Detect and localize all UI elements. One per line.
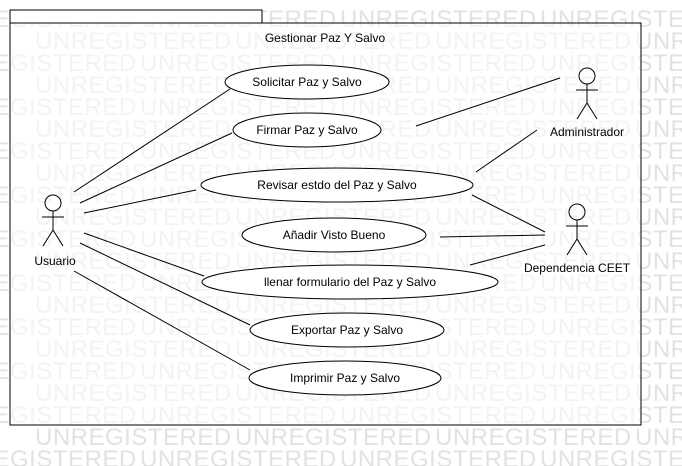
association-usuario-solicitar bbox=[73, 88, 231, 193]
use-case-revisar-label: Revisar estdo del Paz y Salvo bbox=[257, 178, 417, 192]
use-case-llenar-label: llenar formulario del Paz y Salvo bbox=[264, 275, 436, 289]
association-usuario-firmar bbox=[79, 132, 233, 204]
watermark-text: UNREGISTERED bbox=[635, 28, 682, 55]
use-case-solicitar-label: Solicitar Paz y Salvo bbox=[252, 75, 362, 89]
watermark-text: UNREGISTERED bbox=[635, 248, 682, 275]
association-admin-revisar bbox=[475, 129, 538, 173]
actor-administrador[interactable]: Administrador bbox=[550, 67, 624, 139]
watermark-text: UNREGISTERED bbox=[35, 424, 232, 451]
package-tab bbox=[9, 9, 263, 24]
associations bbox=[73, 77, 561, 371]
use-case-revisar[interactable]: Revisar estdo del Paz y Salvo bbox=[200, 167, 474, 203]
actor-dependencia[interactable]: Dependencia CEET bbox=[524, 203, 631, 275]
association-usuario-exportar bbox=[79, 242, 251, 326]
association-usuario-imprimir bbox=[73, 270, 251, 371]
watermark-text: UNREGISTERED bbox=[540, 446, 682, 466]
association-dependencia-revisar bbox=[471, 194, 546, 233]
stick-figure-icon bbox=[42, 194, 64, 247]
use-case-firmar-label: Firmar Paz y Salvo bbox=[256, 123, 358, 137]
association-usuario-revisar bbox=[83, 189, 197, 214]
actor-usuario-label: Usuario bbox=[34, 254, 76, 268]
use-case-anadir[interactable]: Añadir Visto Bueno bbox=[241, 217, 427, 253]
use-case-exportar-label: Exportar Paz y Salvo bbox=[291, 323, 403, 337]
watermark-text: UNREGISTERED bbox=[635, 424, 682, 451]
watermark-text: UNREGISTERED bbox=[635, 116, 682, 143]
use-case-imprimir[interactable]: Imprimir Paz y Salvo bbox=[248, 360, 442, 396]
use-case-solicitar[interactable]: Solicitar Paz y Salvo bbox=[224, 64, 390, 100]
watermark-text: UNREGISTERED bbox=[635, 160, 682, 187]
association-admin-firmar bbox=[415, 77, 561, 127]
use-case-exportar[interactable]: Exportar Paz y Salvo bbox=[249, 312, 445, 348]
watermark-text: UNREGISTERED bbox=[140, 446, 337, 466]
watermark-text: UNREGISTERED bbox=[435, 424, 632, 451]
watermark-text: UNREGISTERED bbox=[0, 446, 137, 466]
actor-usuario[interactable]: Usuario bbox=[34, 194, 76, 268]
watermark-text: UNREGISTERED bbox=[635, 380, 682, 407]
actor-administrador-label: Administrador bbox=[550, 125, 624, 139]
association-dependencia-llenar bbox=[469, 244, 546, 266]
system-title: Gestionar Paz Y Salvo bbox=[265, 31, 386, 45]
association-usuario-llenar bbox=[83, 232, 205, 277]
use-case-llenar[interactable]: llenar formulario del Paz y Salvo bbox=[201, 264, 499, 300]
association-dependencia-anadir bbox=[439, 234, 546, 238]
stick-figure-icon bbox=[576, 67, 598, 120]
watermark-text: UNREGISTERED bbox=[635, 336, 682, 363]
actor-dependencia-label: Dependencia CEET bbox=[524, 261, 631, 275]
watermark-text: UNREGISTERED bbox=[235, 424, 432, 451]
use-case-anadir-label: Añadir Visto Bueno bbox=[283, 228, 386, 242]
watermark-text: UNREGISTERED bbox=[635, 292, 682, 319]
use-case-firmar[interactable]: Firmar Paz y Salvo bbox=[232, 112, 382, 148]
watermark-text: UNREGISTERED bbox=[340, 446, 537, 466]
watermark-text: UNREGISTERED bbox=[635, 72, 682, 99]
watermark-text: UNREGISTERED bbox=[635, 204, 682, 231]
use-case-imprimir-label: Imprimir Paz y Salvo bbox=[290, 371, 400, 385]
stick-figure-icon bbox=[566, 203, 588, 256]
